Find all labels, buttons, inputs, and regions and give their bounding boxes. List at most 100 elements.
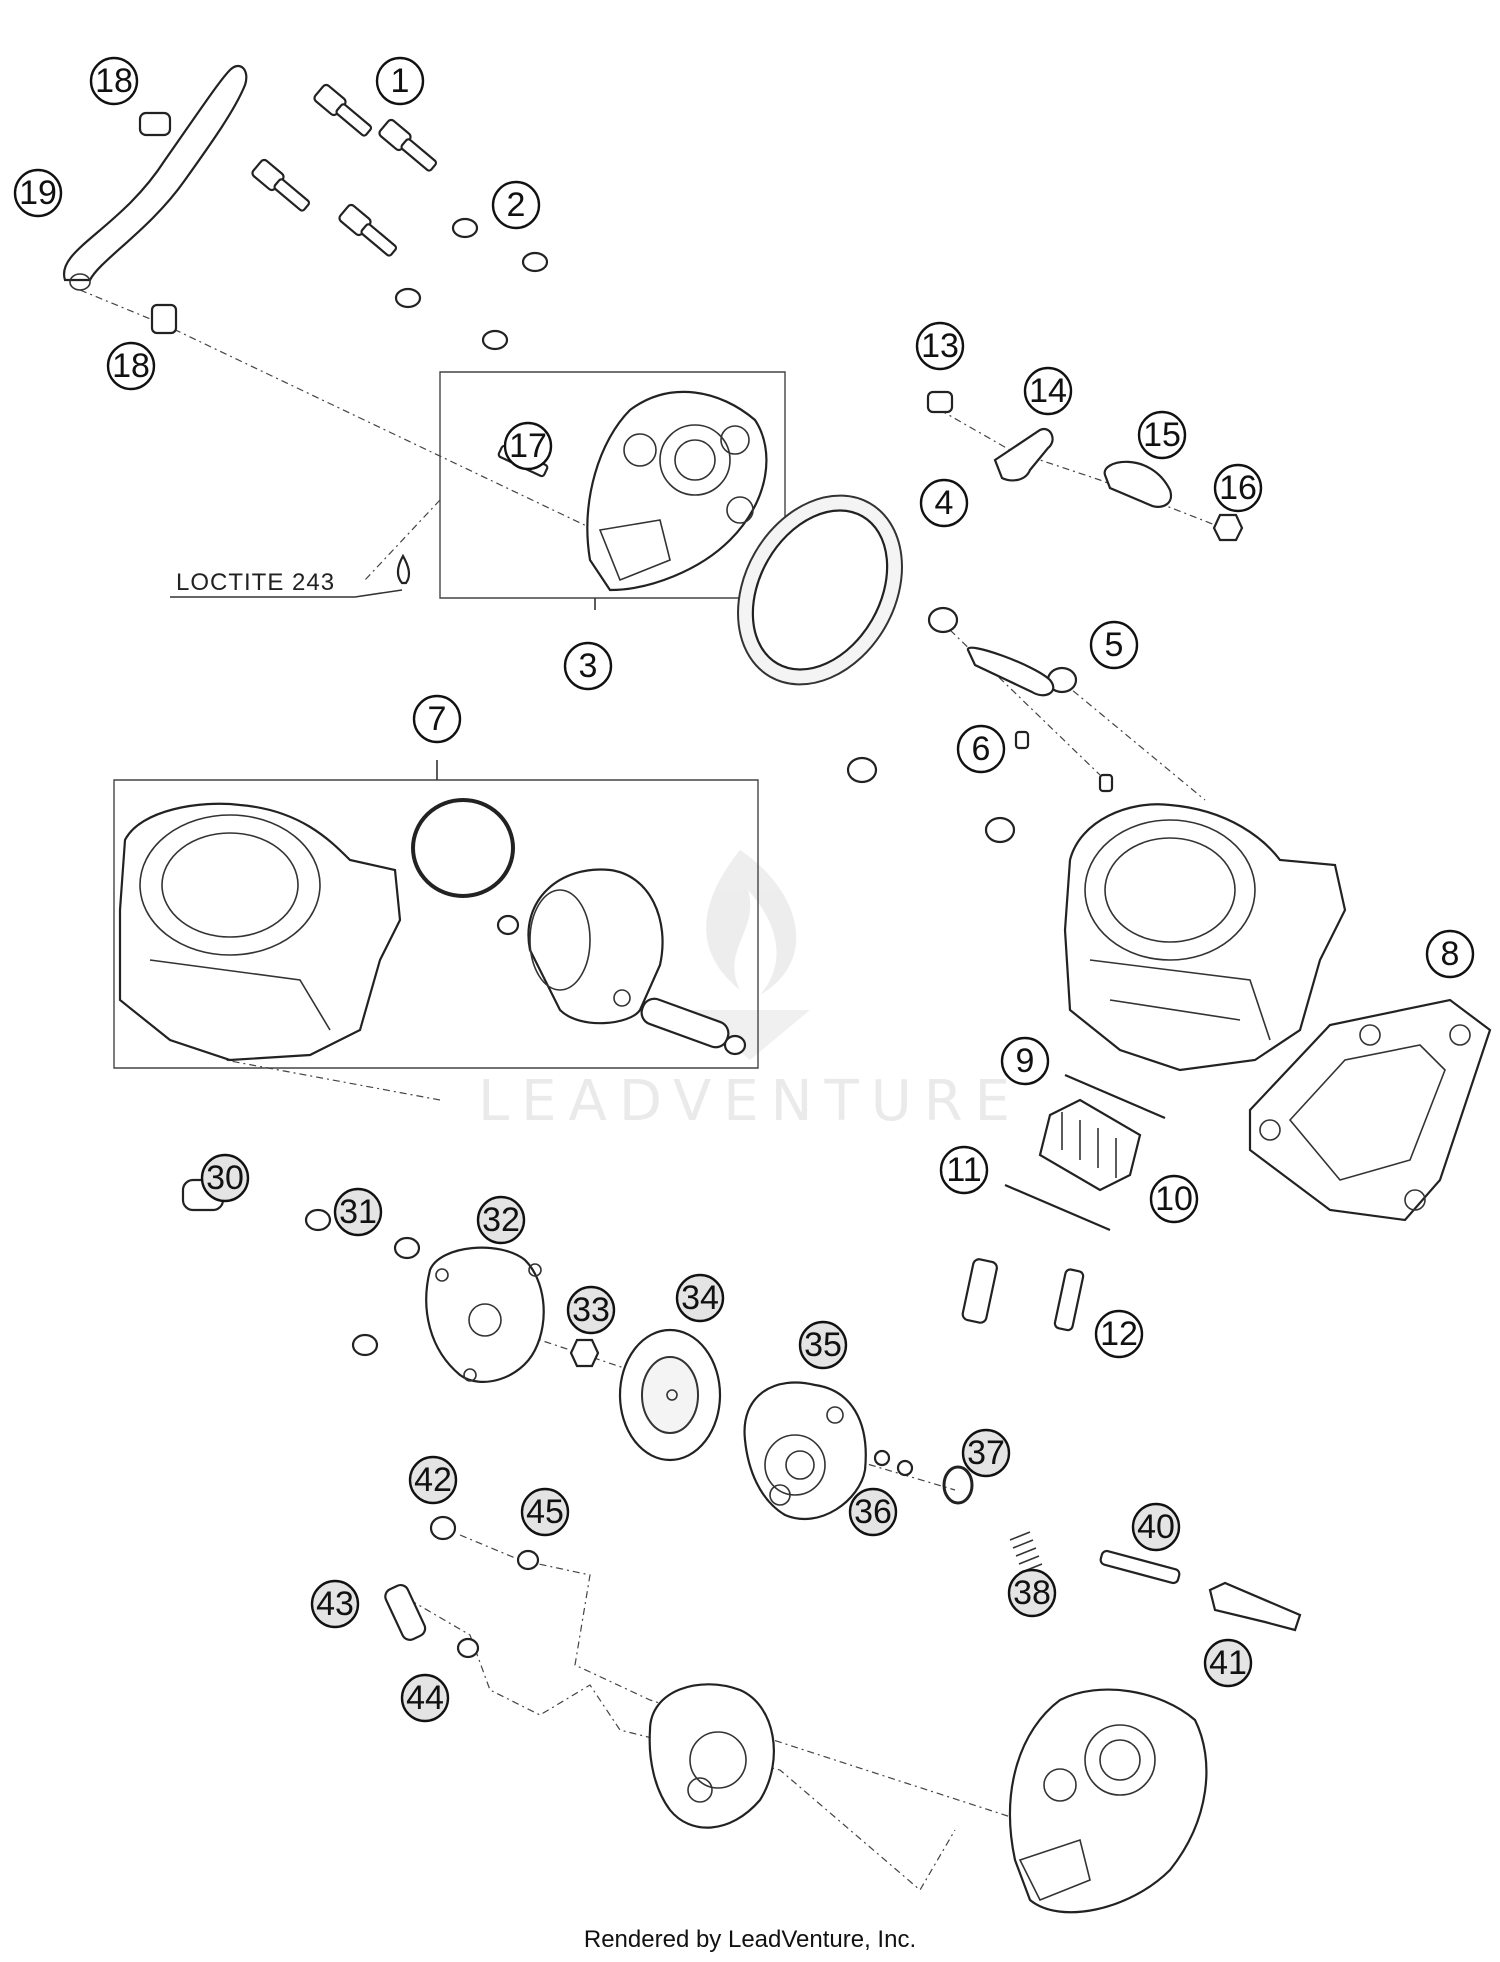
svg-text:43: 43 (316, 1585, 354, 1623)
housing-35 (743, 1381, 867, 1521)
watermark-text: LEADVENTURE (478, 1069, 1022, 1134)
oring-37 (942, 1465, 974, 1505)
callout-32: 32 (476, 1195, 526, 1245)
head-bolts (251, 83, 438, 257)
dowel-sleeves (1014, 730, 1114, 793)
svg-text:6: 6 (972, 730, 991, 768)
callout-3: 3 (563, 641, 613, 691)
nut-33 (569, 1338, 600, 1368)
svg-text:33: 33 (572, 1291, 610, 1329)
svg-text:15: 15 (1143, 416, 1181, 454)
svg-text:11: 11 (946, 1151, 981, 1189)
callout-17: 17 (503, 421, 553, 471)
loctite-note: LOCTITE 243 (170, 569, 403, 598)
callout-8: 8 (1425, 929, 1475, 979)
svg-text:1: 1 (391, 62, 410, 100)
studs-12 (961, 1258, 1085, 1332)
callout-34: 34 (675, 1273, 725, 1323)
circlip-9 (1064, 1073, 1166, 1120)
svg-text:42: 42 (414, 1461, 452, 1499)
diaphragm-34 (618, 1328, 722, 1462)
hose-clamp-bottom (150, 303, 178, 335)
svg-text:35: 35 (804, 1326, 842, 1364)
callout-6: 6 (956, 724, 1006, 774)
svg-text:32: 32 (482, 1201, 520, 1239)
callout-31: 31 (333, 1187, 383, 1237)
svg-text:9: 9 (1016, 1042, 1035, 1080)
head-washers (394, 217, 549, 351)
callout-45: 45 (520, 1487, 570, 1537)
svg-text:13: 13 (921, 327, 959, 365)
callout-10: 10 (1149, 1174, 1199, 1224)
washer-45 (516, 1549, 540, 1571)
callout-13: 13 (915, 321, 965, 371)
callout-4: 4 (919, 478, 969, 528)
cover-32 (425, 1246, 545, 1383)
piston-pin (640, 997, 730, 1049)
piston (527, 868, 664, 1025)
callout-38: 38 (1007, 1568, 1057, 1618)
svg-text:36: 36 (854, 1493, 892, 1531)
valve-rod-40 (1099, 1549, 1181, 1585)
svg-text:12: 12 (1100, 1315, 1138, 1353)
nut-16 (1212, 513, 1244, 542)
assembled-cylinder-head (1008, 1688, 1208, 1914)
rendered-by-credit: Rendered by LeadVenture, Inc. (583, 1926, 917, 1953)
callout-7: 7 (412, 694, 462, 744)
screw-42 (429, 1515, 457, 1541)
seals-36 (873, 1449, 914, 1477)
bypass-hose (62, 64, 248, 291)
callout-14: 14 (1023, 366, 1073, 416)
base-gasket (1248, 998, 1492, 1222)
spring-38 (1009, 1531, 1043, 1573)
callout-40: 40 (1131, 1502, 1181, 1552)
svg-text:16: 16 (1219, 469, 1257, 507)
callout-43: 43 (310, 1579, 360, 1629)
svg-text:40: 40 (1137, 1508, 1175, 1546)
callout-36: 36 (848, 1487, 898, 1537)
svg-text:30: 30 (206, 1159, 244, 1197)
bolt-43 (384, 1583, 427, 1641)
cylinder-head (586, 390, 768, 592)
callout-11: 11 (939, 1145, 989, 1195)
screw-13 (926, 390, 954, 414)
callout-1: 1 (375, 56, 425, 106)
svg-text:7: 7 (428, 700, 447, 738)
callout-18-top: 18 (89, 56, 139, 106)
svg-text:17: 17 (509, 427, 547, 465)
callout-41: 41 (1203, 1638, 1253, 1688)
exhaust-flange (966, 646, 1055, 697)
svg-text:41: 41 (1209, 1644, 1247, 1682)
lever-41 (1208, 1581, 1302, 1632)
svg-text:38: 38 (1013, 1574, 1051, 1612)
svg-text:2: 2 (507, 186, 526, 224)
callout-33: 33 (566, 1285, 616, 1335)
callout-42: 42 (408, 1455, 458, 1505)
piston-ring (411, 798, 515, 898)
svg-text:19: 19 (19, 174, 57, 212)
callout-37: 37 (961, 1428, 1011, 1478)
svg-text:45: 45 (526, 1493, 564, 1531)
watermark: LEADVENTURE (478, 850, 1022, 1134)
callout-30: 30 (200, 1153, 250, 1203)
callout-9: 9 (1000, 1036, 1050, 1086)
screws-31 (304, 1208, 421, 1357)
callout-18-bottom: 18 (106, 341, 156, 391)
svg-text:14: 14 (1029, 372, 1067, 410)
callout-15: 15 (1137, 410, 1187, 460)
callout-35: 35 (798, 1320, 848, 1370)
svg-text:18: 18 (112, 347, 150, 385)
svg-text:3: 3 (579, 647, 598, 685)
svg-text:10: 10 (1155, 1180, 1193, 1218)
needle-bearing-10 (1038, 1098, 1142, 1192)
hose-clamp-top (138, 111, 172, 137)
svg-text:4: 4 (935, 484, 954, 522)
washer-44 (456, 1637, 480, 1659)
cylinder-kit-box (113, 760, 759, 1069)
callout-16: 16 (1213, 463, 1263, 513)
pin-clip-11 (1004, 1183, 1111, 1232)
bracket-15 (1103, 460, 1173, 508)
callout-44: 44 (400, 1673, 450, 1723)
piston-pin-clips (496, 914, 747, 1056)
